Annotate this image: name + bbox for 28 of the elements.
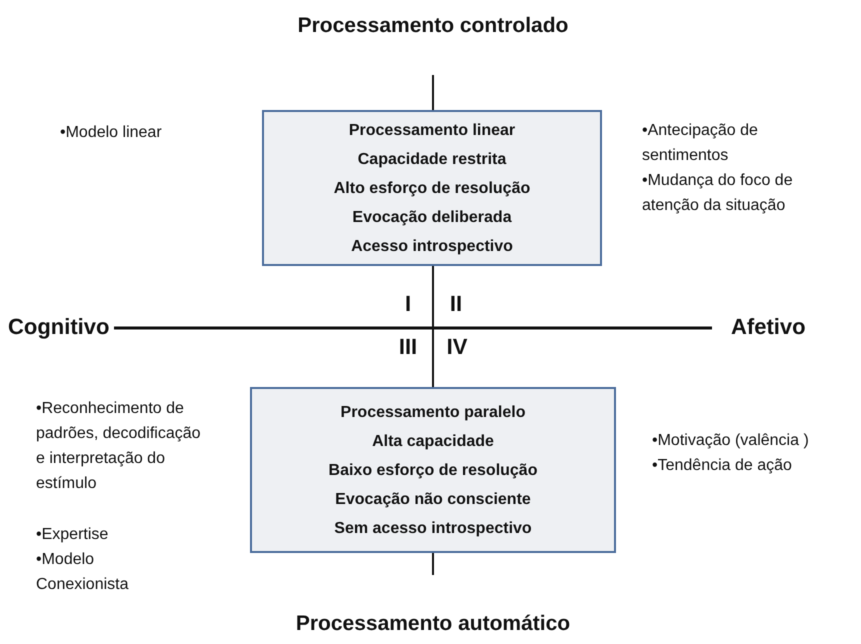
axis-title: Afetivo <box>731 313 807 341</box>
bullet-text: •Antecipação de sentimentos <box>642 121 759 166</box>
axis-title: Cognitivo <box>8 313 110 341</box>
bullet-text: •Expertise <box>36 525 110 545</box>
text-box <box>262 110 602 266</box>
property-text: Processamento paralelo <box>340 402 526 422</box>
text-box <box>250 387 616 553</box>
quadrant-numeral: II <box>448 290 464 318</box>
property-text: Alto esforço de resolução <box>334 178 530 198</box>
property-text: Alta capacidade <box>372 432 494 452</box>
property-text: Sem acesso introspectivo <box>334 518 532 538</box>
bullet-text: •Tendência de ação <box>652 456 793 476</box>
axis-title: Processamento automático <box>294 611 572 637</box>
bullet-text: •Modelo linear <box>60 123 163 143</box>
bullet-text: •Motivação (valência ) <box>652 431 810 451</box>
property-text: Evocação não consciente <box>335 490 531 510</box>
quadrant-numeral: I <box>404 290 412 318</box>
axis-title: Processamento controlado <box>296 13 570 39</box>
property-text: Acesso introspectivo <box>351 236 513 256</box>
quadrant-numeral: IV <box>446 333 468 361</box>
bullet-text: •Modelo Conexionista <box>36 550 130 595</box>
property-text: Evocação deliberada <box>352 208 512 228</box>
property-text: Processamento linear <box>348 120 516 140</box>
property-text: Baixo esforço de resolução <box>328 460 538 480</box>
bullet-text: •Reconhecimento de padrões, decodificação e interpretação do estímulo <box>36 399 201 494</box>
property-text: Capacidade restrita <box>358 150 506 170</box>
bullet-text: •Mudança do foco de atenção da situação <box>642 171 794 216</box>
quadrant-numeral: III <box>398 333 418 361</box>
